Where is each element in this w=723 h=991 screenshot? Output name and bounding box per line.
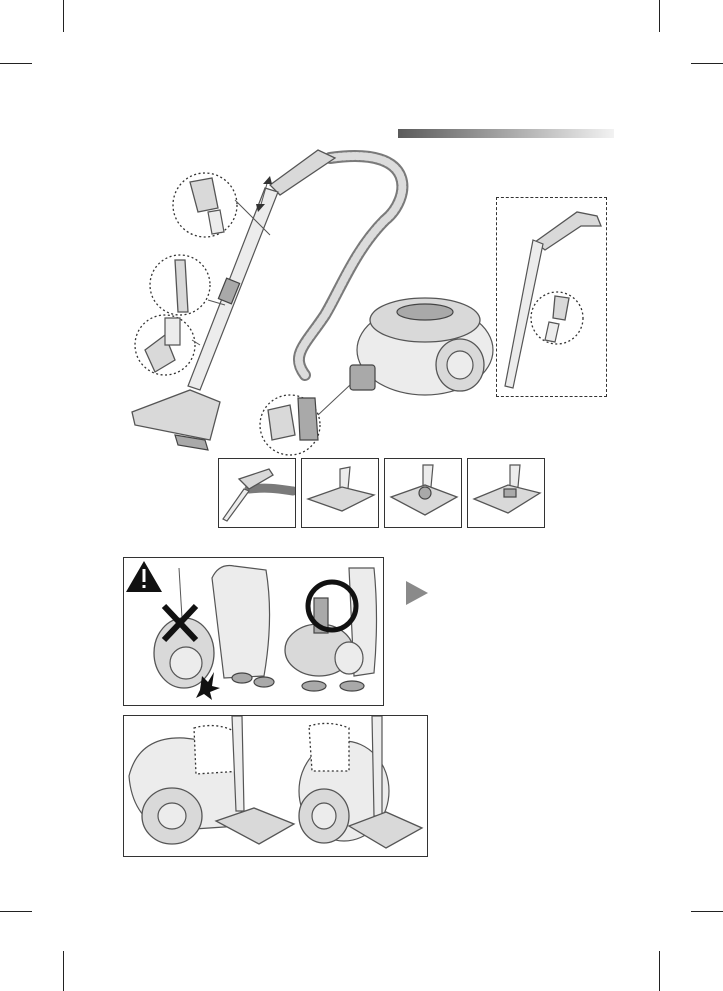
alternate-pipe-inset xyxy=(496,197,607,397)
storage-panel xyxy=(123,715,428,857)
warning-triangle-icon xyxy=(126,561,162,592)
accessory-carpet-floor-nozzle xyxy=(467,458,545,528)
vacuum-assembly-illustration xyxy=(120,140,500,460)
carrying-warning-panel xyxy=(123,557,384,706)
play-arrow-icon xyxy=(404,580,430,606)
crop-mark-bottom-right-v xyxy=(659,951,660,991)
storage-drawing xyxy=(124,716,427,856)
accessory-handle-hose xyxy=(218,458,296,528)
accessory-power-nozzle xyxy=(384,458,462,528)
crop-mark-top-right-h xyxy=(691,63,723,64)
crop-mark-bottom-right-h xyxy=(691,911,723,912)
carrying-warning-drawing xyxy=(124,558,383,705)
crop-mark-bottom-left-h xyxy=(0,911,32,912)
power-nozzle-icon xyxy=(385,459,461,527)
crop-mark-top-right-v xyxy=(659,0,660,32)
carpet-nozzle-icon xyxy=(468,459,544,527)
section-header-bar xyxy=(398,129,614,138)
crop-mark-bottom-left-v xyxy=(63,951,64,991)
crop-mark-top-left-v xyxy=(63,0,64,32)
crop-mark-top-left-h xyxy=(0,63,32,64)
flat-nozzle-icon xyxy=(302,459,378,527)
handle-hose-icon xyxy=(219,459,295,527)
accessory-floor-nozzle-flat xyxy=(301,458,379,528)
alternate-pipe-drawing xyxy=(497,198,606,396)
